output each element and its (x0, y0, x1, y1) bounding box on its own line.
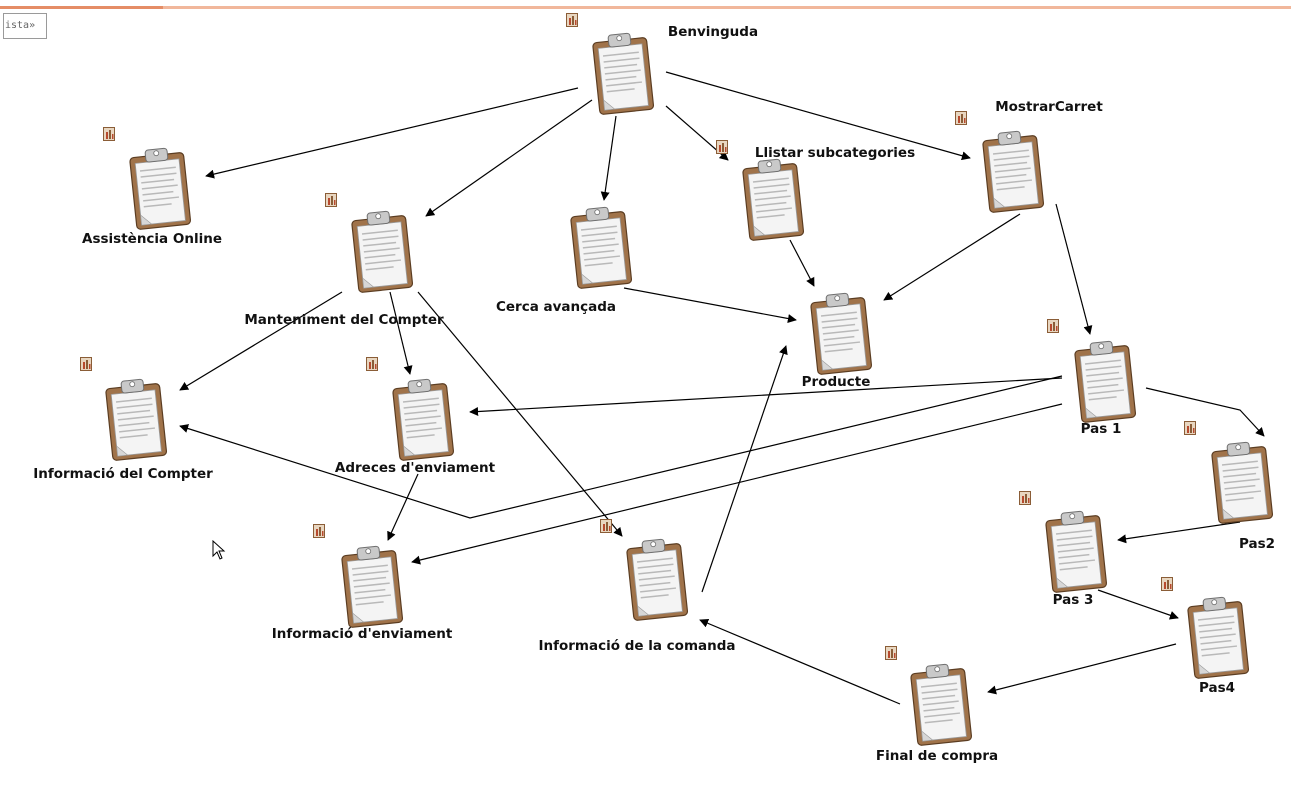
edge-informacio-comanda-to-producte (701, 345, 788, 593)
page-mostrar-carret-label: MostrarCarret (995, 99, 1103, 115)
edge-pas-1-to-pas-2 (1145, 387, 1265, 437)
page-pas-3-type-icon (1019, 490, 1031, 505)
page-adreces-enviament-label: Adreces d'enviament (334, 460, 496, 476)
page-pas-1-label: Pas 1 (1080, 421, 1122, 437)
page-informacio-compter-label: Informació del Compter (33, 466, 213, 482)
page-informacio-enviament-label: Informació d'enviament (271, 626, 453, 642)
page-informacio-comanda-type-icon (600, 518, 612, 533)
page-pas-2-clipboard-icon[interactable] (1207, 441, 1277, 525)
page-mostrar-carret-type-icon (955, 110, 967, 125)
page-llistar-subcategories-clipboard-icon[interactable] (738, 158, 808, 242)
page-pas-2-label: Pas2 (1238, 536, 1276, 552)
edge-benvinguda-to-mostrar-carret (665, 71, 971, 161)
page-benvinguda-label: Benvinguda (667, 24, 759, 40)
edge-cerca-avancada-to-producte (623, 287, 797, 323)
edge-mostrar-carret-to-producte (883, 213, 1021, 301)
edge-llistar-subcategories-to-producte (789, 239, 815, 287)
page-informacio-compter-clipboard-icon[interactable] (101, 378, 171, 462)
mouse-cursor-icon (212, 540, 226, 560)
page-benvinguda-clipboard-icon[interactable] (588, 32, 658, 116)
edge-manteniment-compter-to-informacio-comanda (417, 291, 623, 537)
page-adreces-enviament-clipboard-icon[interactable] (388, 378, 458, 462)
page-pas-4-clipboard-icon[interactable] (1183, 596, 1253, 680)
page-assistencia-online-type-icon (103, 126, 115, 141)
page-pas-1-clipboard-icon[interactable] (1070, 340, 1140, 424)
page-informacio-enviament-type-icon (313, 523, 325, 538)
page-final-compra-clipboard-icon[interactable] (906, 663, 976, 747)
edge-benvinguda-to-assistencia-online (205, 87, 579, 179)
edge-benvinguda-to-cerca-avancada (600, 115, 617, 201)
edge-pas-1-to-informacio-compter (179, 375, 1063, 519)
page-manteniment-compter-type-icon (325, 192, 337, 207)
page-manteniment-compter-clipboard-icon[interactable] (347, 210, 417, 294)
page-pas-4-label: Pas4 (1198, 680, 1236, 696)
page-llistar-subcategories-label: Llistar subcategories (754, 145, 916, 161)
page-informacio-comanda-clipboard-icon[interactable] (622, 538, 692, 622)
page-informacio-compter-type-icon (80, 356, 92, 371)
page-pas-1-type-icon (1047, 318, 1059, 333)
page-informacio-enviament-clipboard-icon[interactable] (337, 545, 407, 629)
page-pas-3-clipboard-icon[interactable] (1041, 510, 1111, 594)
edges-layer (179, 71, 1265, 705)
edge-pas-3-to-pas-4 (1097, 589, 1179, 620)
page-assistencia-online-label: Assistència Online (82, 231, 222, 247)
page-mostrar-carret-clipboard-icon[interactable] (978, 130, 1048, 214)
edge-pas-4-to-final-compra (987, 643, 1177, 695)
edge-final-compra-to-informacio-comanda (699, 618, 901, 705)
page-benvinguda-type-icon (566, 12, 578, 27)
edge-manteniment-compter-to-adreces-enviament (389, 291, 413, 375)
page-pas-3-label: Pas 3 (1052, 592, 1094, 608)
page-assistencia-online-clipboard-icon[interactable] (125, 147, 195, 231)
edge-mostrar-carret-to-pas-1 (1055, 203, 1093, 335)
top-border (0, 6, 1291, 9)
top-border-highlight (0, 6, 163, 9)
page-adreces-enviament-type-icon (366, 356, 378, 371)
page-producte-label: Producte (801, 374, 871, 390)
page-manteniment-compter-label: Manteniment del Compter (244, 312, 444, 328)
page-producte-clipboard-icon[interactable] (806, 292, 876, 376)
page-llistar-subcategories-type-icon (716, 139, 728, 154)
edge-manteniment-compter-to-informacio-compter (179, 291, 343, 391)
page-cerca-avancada-clipboard-icon[interactable] (566, 206, 636, 290)
edge-benvinguda-to-manteniment-compter (425, 99, 593, 217)
page-pas-4-type-icon (1161, 576, 1173, 591)
edge-pas-2-to-pas-3 (1117, 521, 1241, 544)
edge-adreces-enviament-to-informacio-enviament (387, 473, 419, 541)
page-pas-2-type-icon (1184, 420, 1196, 435)
page-cerca-avancada-label: Cerca avançada (495, 299, 617, 315)
tab-label[interactable]: ista» (3, 13, 47, 39)
page-informacio-comanda-label: Informació de la comanda (538, 638, 736, 654)
edge-pas-1-to-adreces-enviament (469, 377, 1063, 417)
edge-pas-1-to-informacio-enviament (411, 403, 1063, 565)
page-final-compra-label: Final de compra (875, 748, 999, 764)
page-final-compra-type-icon (885, 645, 897, 660)
